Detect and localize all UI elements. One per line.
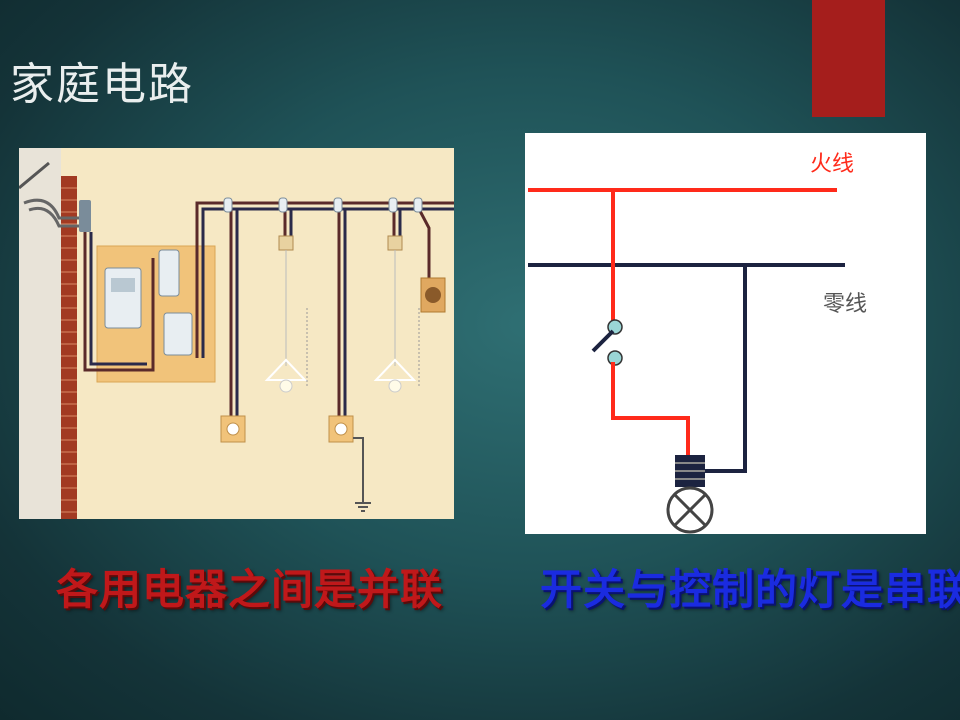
neutral-wire-label: 零线	[823, 292, 867, 317]
circuit-svg: 火线 零线	[528, 152, 867, 534]
lamp	[666, 455, 714, 534]
series-circuit-diagram: 火线 零线	[525, 133, 926, 534]
electric-meter	[104, 267, 142, 329]
live-wire-label: 火线	[810, 152, 854, 177]
fuse-box	[163, 312, 193, 356]
service-entrance-box	[79, 200, 91, 232]
wiring-illustration-svg	[19, 148, 454, 519]
ground-symbol	[355, 502, 371, 512]
household-wiring-illustration	[19, 148, 454, 519]
switch	[591, 319, 623, 366]
main-switch	[158, 249, 180, 297]
slide-title: 家庭电路	[10, 59, 194, 110]
pendant-lamp-2	[373, 235, 417, 393]
accent-tab	[812, 0, 885, 117]
brick-wall	[61, 176, 77, 519]
pendant-lamp-1	[264, 235, 308, 393]
caption-series: 开关与控制的灯是串联	[540, 565, 960, 614]
caption-parallel: 各用电器之间是并联	[56, 565, 444, 614]
